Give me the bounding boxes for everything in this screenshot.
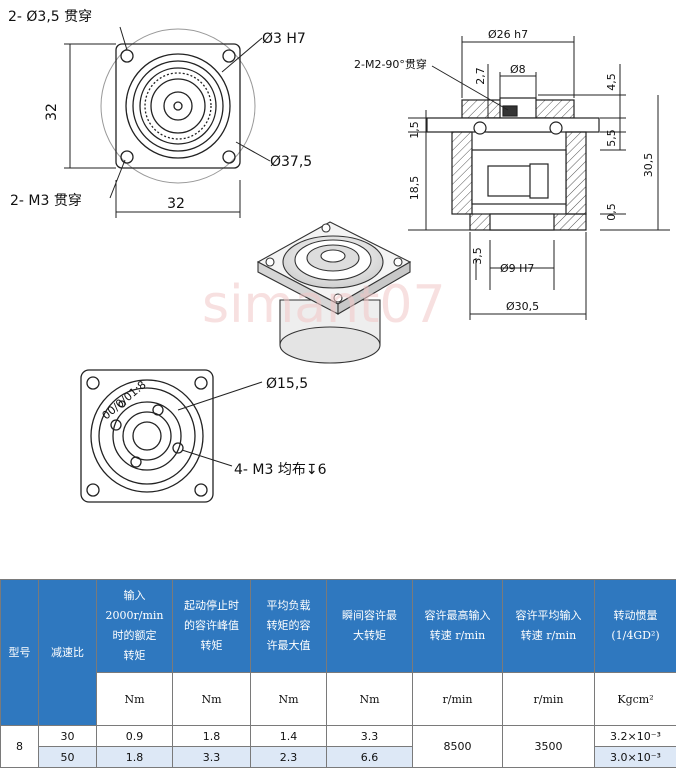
table-header-row: 型号 减速比 输入 2000r/min 时的额定 转矩 起动停止时 的容许峰值 … bbox=[1, 580, 676, 673]
label-d15: 1,5 bbox=[408, 121, 421, 139]
unit-max-input-speed: r/min bbox=[413, 673, 503, 726]
unit-peak-torque: Nm bbox=[173, 673, 251, 726]
header-avg-input-speed: 容许平均输入 转速 r/min bbox=[503, 580, 595, 673]
header-avg-torque: 平均负载 转矩的容 许最大值 bbox=[251, 580, 327, 673]
cell-max-input: 8500 bbox=[413, 726, 503, 768]
bottom-view-leaders bbox=[178, 382, 262, 466]
cell-avg: 1.4 bbox=[251, 726, 327, 747]
label-d27: 2,7 bbox=[474, 67, 487, 85]
cell-peak: 1.8 bbox=[173, 726, 251, 747]
label-d305-horizontal: Ø30,5 bbox=[506, 300, 539, 313]
label-od-26h7: Ø26 h7 bbox=[488, 28, 528, 41]
label-d35: 3,5 bbox=[471, 247, 484, 265]
label-d305-vertical: 30,5 bbox=[642, 153, 655, 178]
cell-inertia: 3.2×10⁻³ bbox=[595, 726, 676, 747]
label-dim-32-horizontal: 32 bbox=[167, 196, 185, 212]
unit-avg-torque: Nm bbox=[251, 673, 327, 726]
section-view bbox=[427, 98, 599, 230]
cell-inertia: 3.0×10⁻³ bbox=[595, 747, 676, 768]
label-bore-3h7: Ø3 H7 bbox=[262, 31, 306, 47]
watermark: simant07 bbox=[202, 275, 446, 335]
header-inertia: 转动惯量 (1/4GD²) bbox=[595, 580, 676, 673]
cell-rated: 0.9 bbox=[97, 726, 173, 747]
technical-drawing: 2- Ø3,5 贯穿 32 32 Ø3 H7 Ø37,5 2- M3 贯穿 bbox=[0, 0, 676, 560]
cell-avg-input: 3500 bbox=[503, 726, 595, 768]
label-d185: 18,5 bbox=[408, 176, 421, 201]
label-d9h7: Ø9 H7 bbox=[500, 262, 534, 275]
cell-ratio: 30 bbox=[39, 726, 97, 747]
label-d05: 0,5 bbox=[605, 203, 618, 221]
cell-instant: 3.3 bbox=[327, 726, 413, 747]
unit-instant-torque: Nm bbox=[327, 673, 413, 726]
unit-inertia: Kgcm² bbox=[595, 673, 676, 726]
label-m3-through: 2- M3 贯穿 bbox=[10, 193, 82, 209]
label-dim-32-vertical: 32 bbox=[44, 103, 60, 121]
cell-avg: 2.3 bbox=[251, 747, 327, 768]
cell-peak: 3.3 bbox=[173, 747, 251, 768]
bottom-view bbox=[81, 370, 213, 502]
label-od-155: Ø15,5 bbox=[266, 376, 308, 392]
cell-rated: 1.8 bbox=[97, 747, 173, 768]
header-instant-torque: 瞬间容许最 大转矩 bbox=[327, 580, 413, 673]
table-units-row: Nm Nm Nm Nm r/min r/min Kgcm² bbox=[1, 673, 676, 726]
cell-instant: 6.6 bbox=[327, 747, 413, 768]
header-model: 型号 bbox=[1, 580, 39, 726]
label-holes-35: 2- Ø3,5 贯穿 bbox=[8, 9, 92, 25]
unit-rated-torque: Nm bbox=[97, 673, 173, 726]
label-m2-setscrew: 2-M2-90°贯穿 bbox=[354, 57, 427, 71]
header-peak-torque: 起动停止时 的容许峰值 转矩 bbox=[173, 580, 251, 673]
top-view bbox=[101, 29, 255, 183]
label-d8: Ø8 bbox=[510, 63, 526, 76]
header-rated-torque: 输入 2000r/min 时的额定 转矩 bbox=[97, 580, 173, 673]
cell-ratio: 50 bbox=[39, 747, 97, 768]
header-max-input-speed: 容许最高输入 转速 r/min bbox=[413, 580, 503, 673]
header-ratio: 减速比 bbox=[39, 580, 97, 726]
table-row: 8 30 0.9 1.8 1.4 3.3 8500 3500 3.2×10⁻³ bbox=[1, 726, 676, 747]
label-d45: 4,5 bbox=[605, 73, 618, 91]
spec-table: 型号 减速比 输入 2000r/min 时的额定 转矩 起动停止时 的容许峰值 … bbox=[0, 579, 676, 768]
label-m3-pattern: 4- M3 均布↧6 bbox=[234, 462, 327, 478]
label-od-375: Ø37,5 bbox=[270, 154, 312, 170]
unit-avg-input-speed: r/min bbox=[503, 673, 595, 726]
label-d55: 5,5 bbox=[605, 129, 618, 147]
cell-model: 8 bbox=[1, 726, 39, 768]
